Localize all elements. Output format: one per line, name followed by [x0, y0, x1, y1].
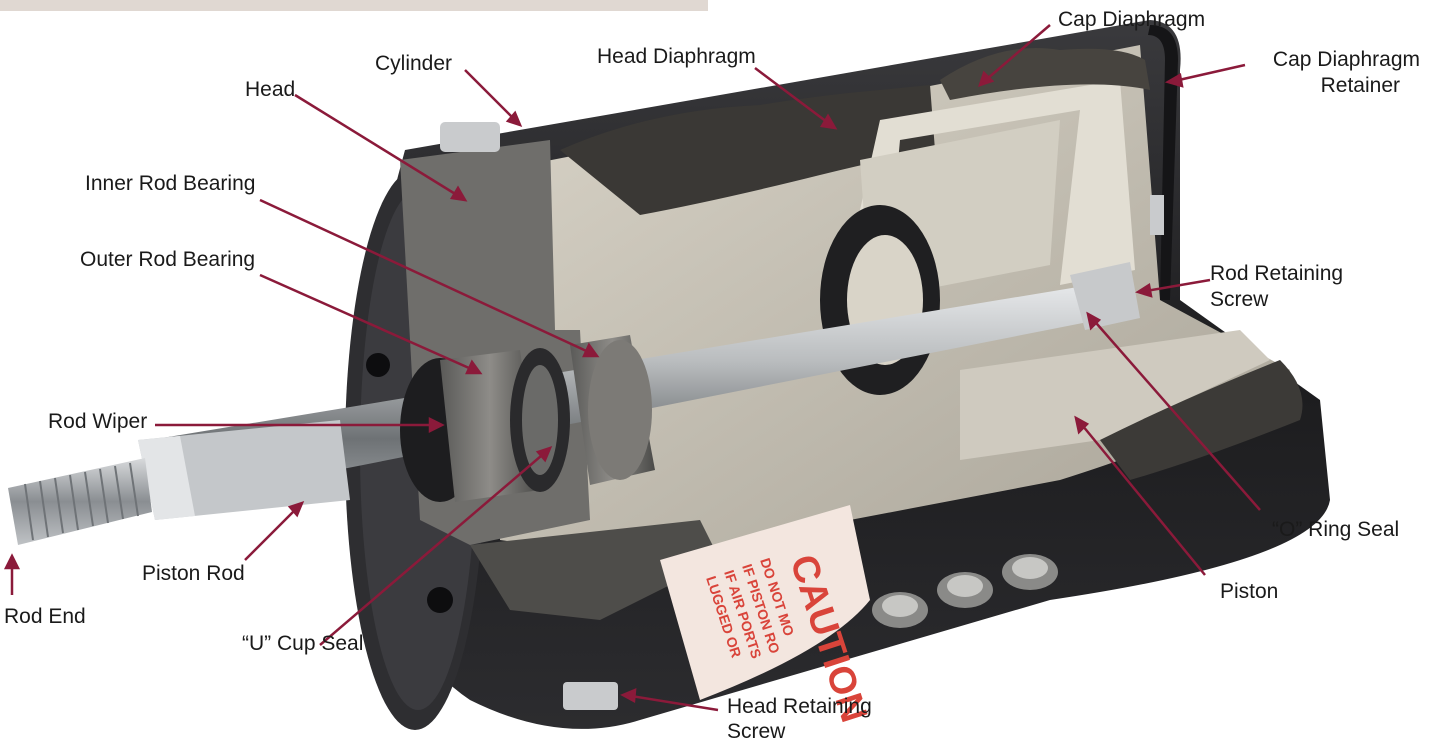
label-piston-rod: Piston Rod: [142, 562, 245, 585]
arrow-u-cup-seal: [535, 445, 553, 463]
label-u-cup-seal: “U” Cup Seal: [242, 632, 364, 655]
leader-outer-rod-bearing: [259, 273, 479, 374]
label-head-retaining-screw-line1: Head Retaining: [727, 695, 872, 718]
arrow-rod-retaining-screw: [1135, 282, 1153, 298]
leader-head: [294, 93, 466, 202]
air-ports: [872, 554, 1058, 628]
leader-inner-rod-bearing: [259, 198, 596, 357]
label-cap-diaphragm-retainer-line2: Retainer: [1320, 74, 1400, 97]
leader-cap-diaphragm: [979, 24, 1051, 86]
leader-cylinder: [464, 69, 521, 126]
leader-lines: [3, 24, 1261, 712]
arrow-rod-wiper: [428, 416, 445, 434]
leader-head-diaphragm: [754, 67, 836, 129]
arrow-cap-diaphragm: [978, 70, 995, 87]
label-cylinder: Cylinder: [375, 52, 453, 75]
arrow-head: [449, 185, 468, 202]
rod-threads: [24, 462, 139, 541]
arrow-cap-diaphragm-retainer: [1164, 73, 1184, 88]
leader-head-retaining-screw: [624, 693, 719, 712]
arrow-o-ring-seal: [1086, 311, 1102, 331]
label-rod-end: Rod End: [4, 605, 86, 628]
arrow-head-retaining-screw: [620, 688, 637, 704]
label-rod-retaining-screw-line1: Rod Retaining: [1210, 262, 1344, 285]
label-cap-diaphragm-retainer-line1: Cap Diaphragm: [1272, 48, 1420, 71]
label-rod-wiper: Rod Wiper: [48, 410, 148, 433]
arrow-piston-rod: [287, 500, 305, 518]
rod-bearings: [400, 262, 1140, 502]
leader-piston: [1077, 419, 1206, 576]
label-piston: Piston: [1220, 580, 1279, 603]
label-head-retaining-screw-line2: Screw: [727, 720, 786, 743]
leader-o-ring-seal: [1089, 315, 1261, 511]
label-o-ring-seal: “O” Ring Seal: [1272, 518, 1400, 541]
arrow-piston: [1074, 415, 1090, 435]
arrow-rod-end: [3, 553, 21, 570]
leader-rod-retaining-screw: [1139, 278, 1211, 294]
leader-u-cup-seal: [319, 449, 549, 646]
arrow-inner-rod-bearing: [582, 342, 600, 358]
arrow-outer-rod-bearing: [465, 359, 483, 375]
label-cap-diaphragm: Cap Diaphragm: [1058, 8, 1206, 31]
leader-cap-diaphragm-retainer: [1169, 63, 1246, 84]
label-outer-rod-bearing: Outer Rod Bearing: [80, 248, 256, 271]
arrow-head-diaphragm: [819, 113, 838, 130]
head-retaining-screws: [440, 122, 1164, 710]
header-band: [0, 0, 708, 11]
label-rod-retaining-screw-line2: Screw: [1210, 288, 1269, 311]
arrow-cylinder: [505, 110, 523, 128]
label-head: Head: [245, 78, 296, 101]
label-inner-rod-bearing: Inner Rod Bearing: [85, 172, 256, 195]
leader-piston-rod: [244, 504, 301, 561]
label-head-diaphragm: Head Diaphragm: [597, 45, 756, 68]
